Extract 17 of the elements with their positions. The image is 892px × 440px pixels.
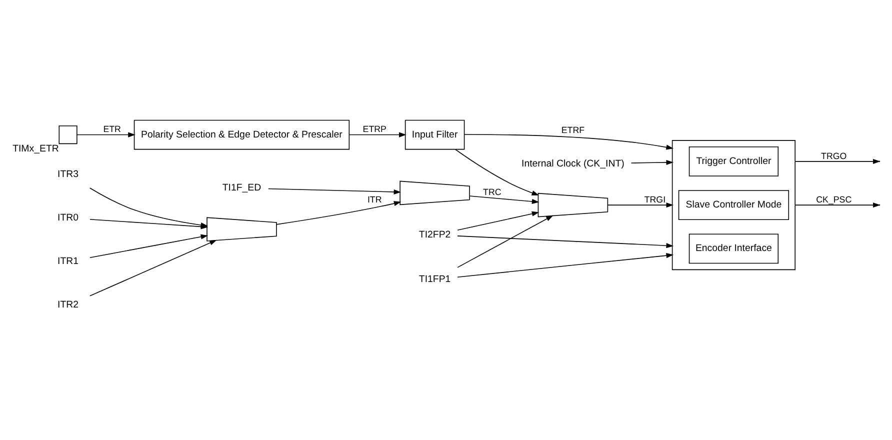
node-text: ITR0 — [58, 212, 79, 224]
node-label: TIMx_ETR — [12, 143, 59, 154]
node-text: TI1F_ED — [222, 182, 262, 194]
edge-label: ETRP — [362, 124, 386, 134]
node-text: ITR1 — [58, 256, 79, 268]
edge-label: CK_PSC — [816, 194, 852, 204]
edge-label: ETR — [103, 124, 121, 134]
edge-label: ITR — [367, 194, 382, 204]
edge-label: TRC — [483, 187, 502, 198]
node-text: TI2FP2 — [418, 229, 451, 240]
edge-label: TRGO — [821, 150, 847, 161]
node-text: ITR3 — [58, 168, 79, 180]
node-text: Internal Clock (CK_INT) — [522, 158, 624, 170]
edge-label: ETRF — [561, 124, 585, 135]
node-text: TI1FP1 — [418, 274, 451, 285]
edge-label: TRGI — [644, 194, 666, 204]
node-text: ITR2 — [58, 300, 79, 311]
